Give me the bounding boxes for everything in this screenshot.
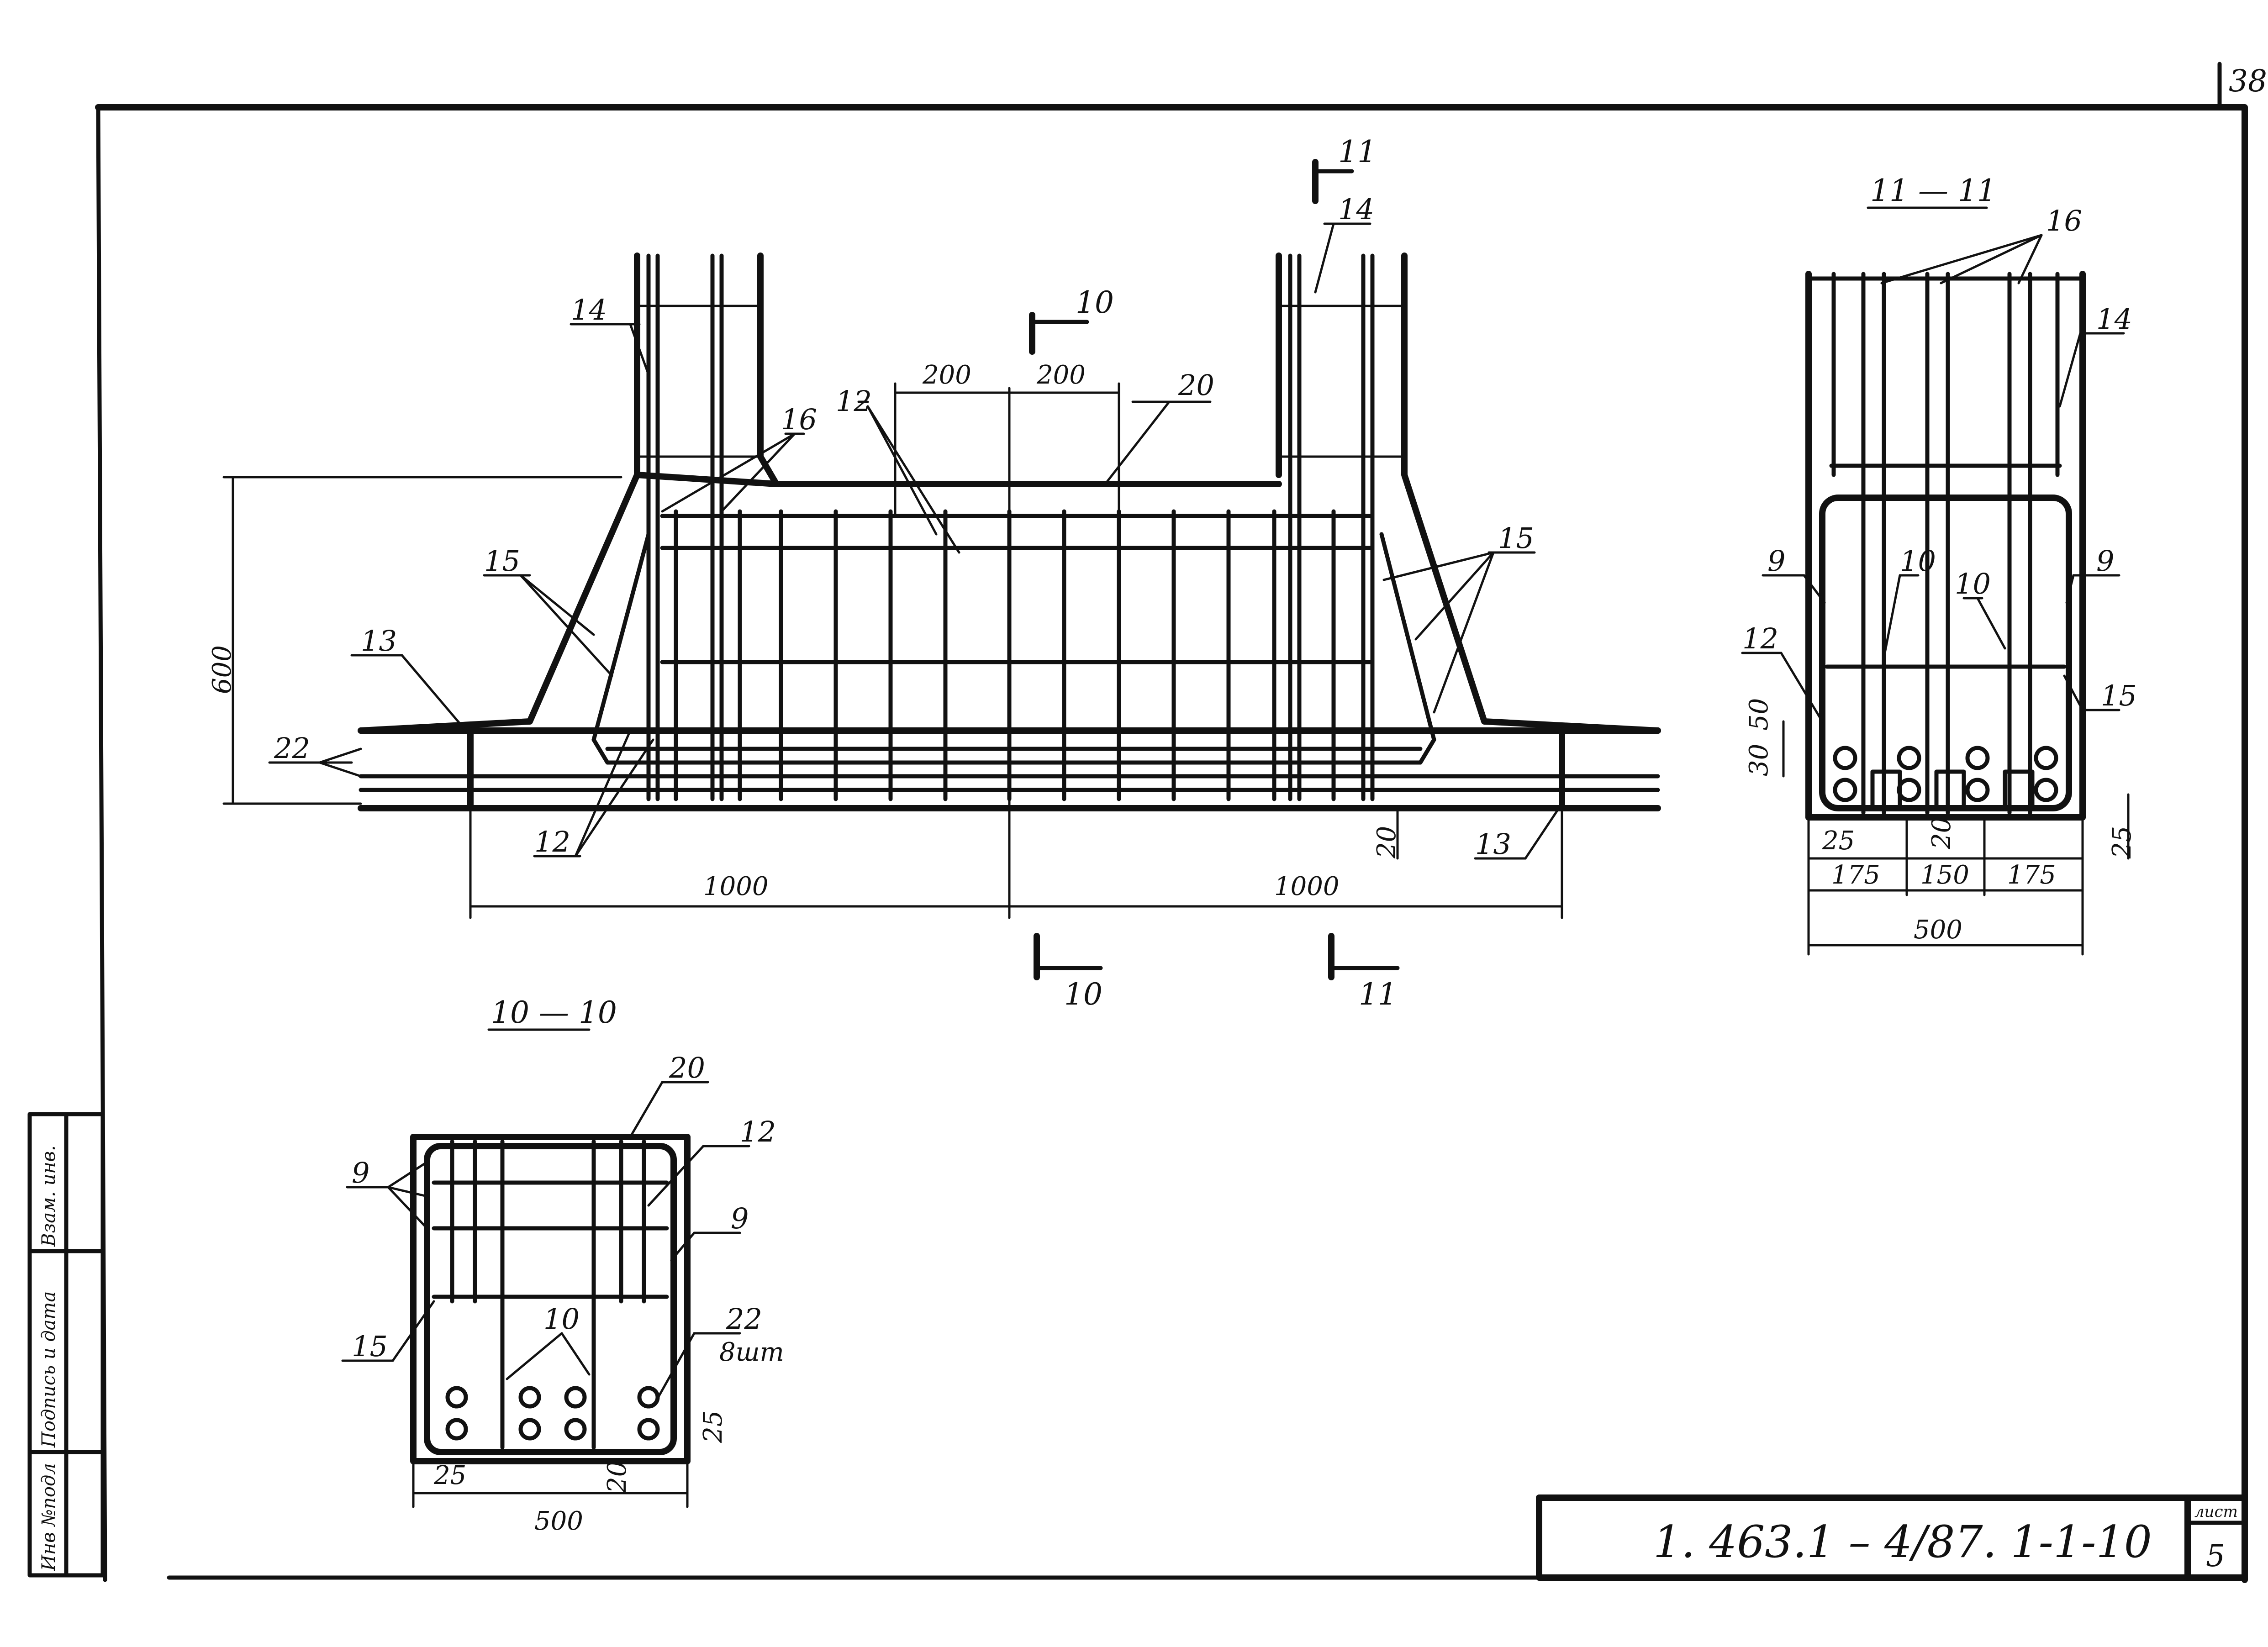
s11-dim-175-left: 175 [1831, 860, 1880, 890]
dim-200-right: 200 [1036, 360, 1086, 390]
section-11-11 [1782, 206, 2130, 956]
section-10-10 [410, 1028, 691, 1508]
leader-12-top: 12 [836, 384, 872, 418]
section-mark-10-bottom: 10 [1064, 977, 1102, 1012]
section-mark-11-top: 11 [1338, 134, 1377, 169]
s10-leader-9-right: 9 [731, 1202, 749, 1235]
side-stamp-col2: Подпись и дата [38, 1291, 59, 1448]
dim-20-main: 20 [1372, 826, 1402, 859]
s11-leader-9-left: 9 [1767, 544, 1785, 578]
bottom-bars-10 [445, 1386, 660, 1441]
s10-dim-500: 500 [534, 1506, 583, 1536]
s11-leader-14: 14 [2096, 302, 2132, 336]
s10-dim-20: 20 [602, 1461, 632, 1494]
dim-200-left: 200 [922, 360, 971, 390]
s10-leader-20: 20 [669, 1051, 705, 1084]
s10-quantity-note: 8шт [719, 1337, 784, 1367]
sheet-corner-number: 38 [2229, 63, 2267, 99]
stirrup-group [674, 509, 1336, 801]
leader-16: 16 [781, 403, 817, 436]
s11-leader-12: 12 [1742, 622, 1778, 655]
section-mark-11-bottom: 11 [1359, 977, 1397, 1012]
section-11-leaders [1741, 234, 2125, 723]
leader-15-left: 15 [484, 544, 520, 578]
leader-20-main: 20 [1178, 368, 1214, 402]
leader-12-bottom: 12 [534, 825, 570, 858]
leader-22: 22 [274, 731, 310, 765]
sheet-frame [95, 62, 2248, 1583]
s11-dim-50: 50 [1744, 698, 1774, 731]
dim-1000-left: 1000 [703, 872, 769, 901]
dim-1000-right: 1000 [1274, 872, 1340, 901]
s11-leader-16: 16 [2046, 204, 2082, 237]
s11-leader-9-right: 9 [2096, 544, 2114, 578]
dim-600: 600 [207, 645, 237, 694]
sheet-number: 5 [2206, 1538, 2225, 1573]
s10-leader-12: 12 [740, 1115, 776, 1148]
s11-dim-25-left: 25 [1822, 826, 1855, 856]
sheet-label: лист [2194, 1503, 2238, 1521]
s11-dim-30: 30 [1744, 744, 1774, 776]
side-stamp-col1: Инв №подл [38, 1463, 59, 1571]
s11-dim-20: 20 [1927, 817, 1957, 850]
s11-dim-500: 500 [1914, 915, 1962, 945]
leader-13-right: 13 [1475, 827, 1511, 861]
title-block [1536, 1494, 2248, 1581]
drawing-code: 1. 463.1 – 4/87. 1-1-10 [1653, 1516, 2152, 1568]
leader-14-right: 14 [1338, 193, 1374, 226]
main-elevation-view [222, 253, 1661, 919]
leader-15-right: 15 [1498, 521, 1534, 555]
s10-leader-22: 22 [726, 1302, 762, 1336]
s11-dim-25-right: 25 [2107, 826, 2137, 859]
section-11-title: 11 — 11 [1870, 173, 1996, 208]
section-10-leaders [341, 1081, 750, 1408]
bottom-bars-11 [1833, 746, 2058, 810]
s11-dim-175-right: 175 [2007, 860, 2056, 890]
s11-leader-15: 15 [2101, 679, 2137, 712]
section-10-title: 10 — 10 [491, 995, 617, 1030]
s10-dim-25-left: 25 [433, 1461, 466, 1490]
leader-13-left: 13 [361, 624, 397, 658]
s11-leader-10-right: 10 [1955, 567, 1991, 600]
s10-leader-10: 10 [543, 1302, 580, 1336]
main-view-leaders [268, 222, 1563, 860]
s10-leader-15: 15 [352, 1330, 388, 1363]
s10-dim-25-right: 25 [698, 1410, 728, 1443]
s11-dim-150: 150 [1920, 860, 1969, 890]
s11-leader-10-left: 10 [1900, 544, 1936, 578]
side-stamp [27, 1112, 105, 1578]
side-stamp-col3: Взам. инв. [38, 1145, 59, 1247]
leader-14-left: 14 [571, 293, 607, 326]
s10-leader-9-left: 9 [352, 1156, 369, 1189]
section-mark-10-top: 10 [1076, 285, 1114, 320]
